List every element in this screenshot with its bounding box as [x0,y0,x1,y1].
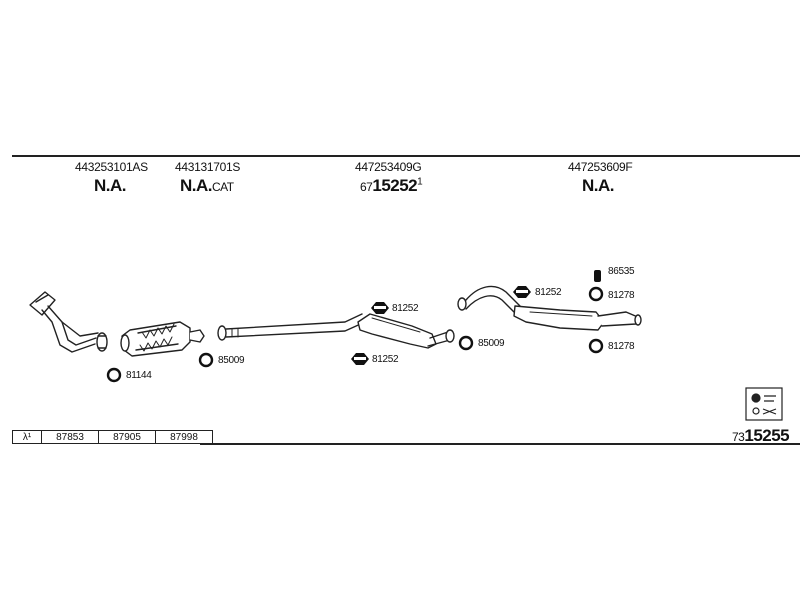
bottom-divider-line [200,443,800,445]
table-cell: 87853 [41,430,99,444]
footer-code: 7315255 [732,426,790,446]
reference-table: λ¹ 87853 87905 87998 [12,430,213,444]
label-81252-bottom: 81252 [372,354,399,365]
label-81278-top: 81278 [608,290,635,301]
label-85009-front: 85009 [218,355,245,366]
clamp-ring-icon [106,367,122,383]
mounting-bracket-icon [594,270,601,282]
table-row: λ¹ 87853 87905 87998 [12,430,213,444]
part-number-rear-silencer: 447253609F [568,160,633,174]
rear-silencer [457,285,642,331]
status-catalyst: N.A.CAT [180,176,234,196]
part-number-middle-silencer: 447253409G [355,160,422,174]
status-rear-silencer: N.A. [582,176,615,196]
status-suffix: CAT [212,180,234,194]
middle-silencer [357,313,455,349]
label-81252-top: 81252 [392,303,419,314]
code-middle-silencer: 67152521 [360,176,423,196]
label-81252-rear: 81252 [535,287,562,298]
footer-main-code: 15255 [744,426,790,445]
part-number-front-pipe: 443253101AS [75,160,148,174]
code-main: 15252 [372,176,418,195]
status-text: N.A. [582,176,615,195]
status-front-pipe: N.A. [94,176,127,196]
top-divider-line [12,155,800,157]
clamp-ring-icon [588,338,604,354]
mounting-kit-icon [745,387,783,421]
clamp-ring-icon [198,352,214,368]
label-86535: 86535 [608,266,635,277]
label-81278-bottom: 81278 [608,341,635,352]
catalytic-converter [120,321,205,357]
front-pipe [29,291,108,353]
footer-prefix: 73 [732,430,745,444]
label-85009-rear: 85009 [478,338,505,349]
status-text: N.A. [94,176,127,195]
clamp-ring-icon [588,286,604,302]
part-number-catalyst: 443131701S [175,160,241,174]
intermediate-pipe [217,313,366,341]
status-text: N.A. [180,176,213,195]
lambda-cell: λ¹ [12,430,42,444]
label-81144: 81144 [126,370,152,381]
code-superscript: 1 [417,176,423,188]
table-cell: 87905 [98,430,156,444]
clamp-ring-icon [458,335,474,351]
table-cell: 87998 [155,430,213,444]
code-prefix: 67 [360,180,373,194]
